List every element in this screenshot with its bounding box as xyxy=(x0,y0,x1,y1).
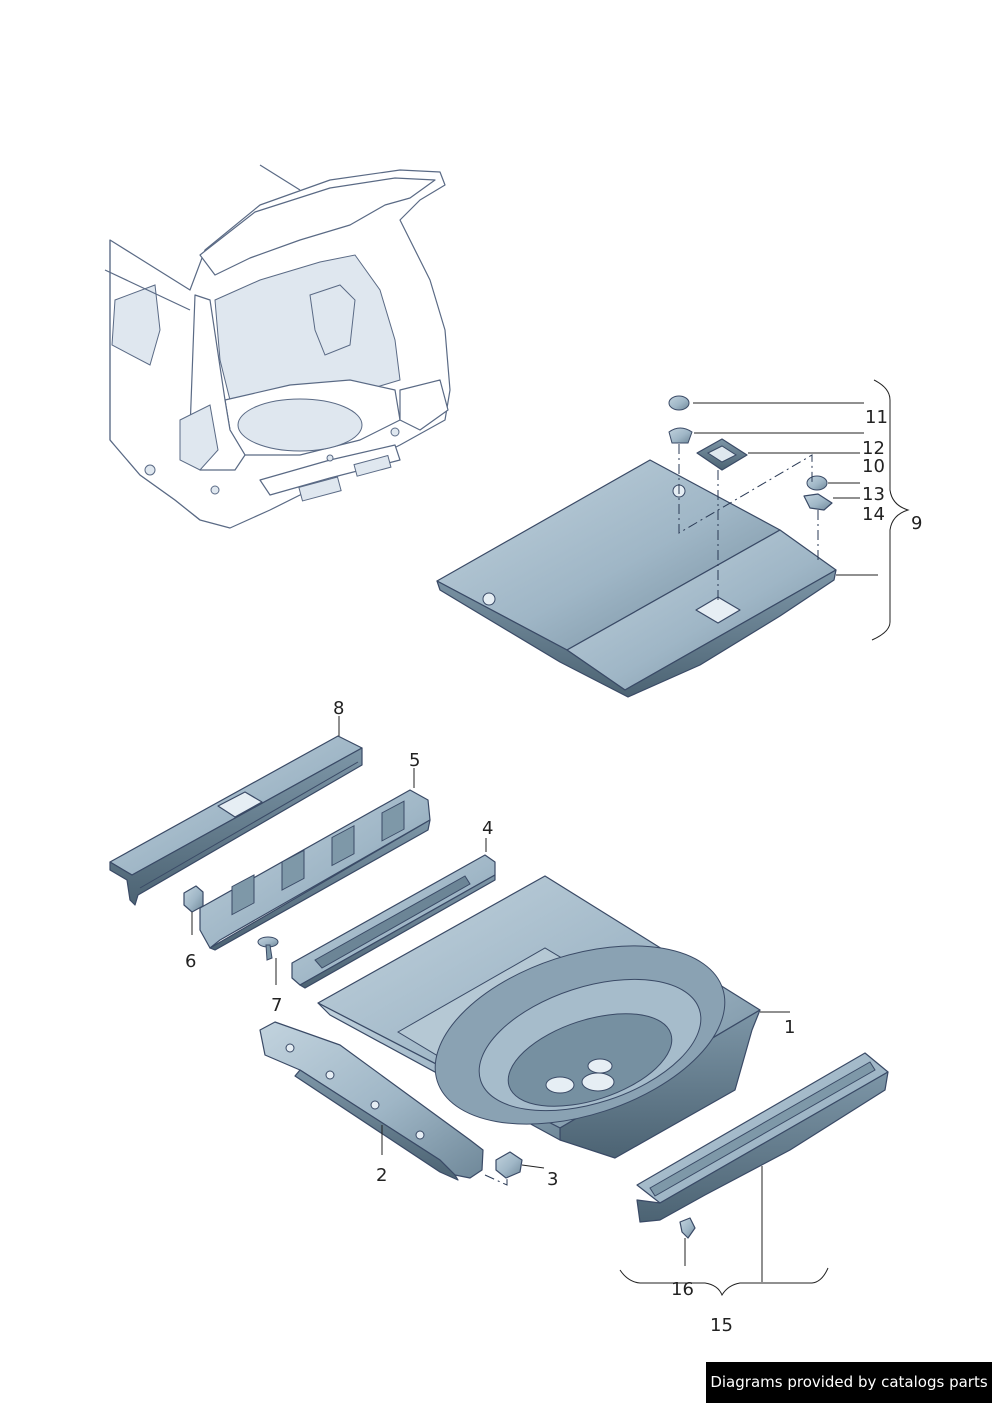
part-11-cap xyxy=(668,395,690,411)
callout-14: 14 xyxy=(862,504,885,525)
watermark-banner: Diagrams provided by catalogs parts xyxy=(706,1362,992,1403)
callout-9: 9 xyxy=(911,513,922,534)
vehicle-rear-illustration xyxy=(104,164,451,529)
callout-10: 10 xyxy=(862,456,885,477)
callout-7: 7 xyxy=(271,995,282,1016)
part-16-clip xyxy=(679,1217,696,1239)
part-13-14-bracket xyxy=(803,493,833,511)
part-6-clip xyxy=(183,885,204,913)
part-8-cover-strip xyxy=(109,735,363,906)
callout-2: 2 xyxy=(376,1165,387,1186)
callout-15: 15 xyxy=(710,1315,733,1336)
leader-lines xyxy=(191,379,910,1297)
part-12-grommet xyxy=(668,427,693,444)
callout-8: 8 xyxy=(333,698,344,719)
callout-16: 16 xyxy=(671,1279,694,1300)
part-1-spare-wheel-well xyxy=(317,875,761,1159)
callout-1: 1 xyxy=(784,1017,795,1038)
part-7-screw xyxy=(257,936,279,961)
callout-4: 4 xyxy=(482,818,493,839)
part-15-sill-panel xyxy=(636,1052,889,1223)
callout-3: 3 xyxy=(547,1169,558,1190)
callout-11: 11 xyxy=(865,407,888,428)
part-12-handle-inner xyxy=(706,445,738,463)
part-10-washer xyxy=(806,475,828,491)
callout-13: 13 xyxy=(862,484,885,505)
loading-floor-assembly xyxy=(436,395,837,698)
callout-labels: 1 2 3 4 5 6 7 8 9 10 11 12 13 14 15 16 xyxy=(185,407,922,1336)
part-2-side-bracket xyxy=(259,1021,484,1181)
part-3-nut xyxy=(484,1151,523,1186)
part-4-foam-insert xyxy=(291,854,496,989)
callout-5: 5 xyxy=(409,750,420,771)
callout-12: 12 xyxy=(862,438,885,459)
floor-fastener-hole-front xyxy=(482,592,496,606)
loading-floor-edge xyxy=(436,569,837,698)
callout-6: 6 xyxy=(185,951,196,972)
part-5-support-bracket xyxy=(199,789,431,951)
floor-handle-opening xyxy=(695,596,741,624)
